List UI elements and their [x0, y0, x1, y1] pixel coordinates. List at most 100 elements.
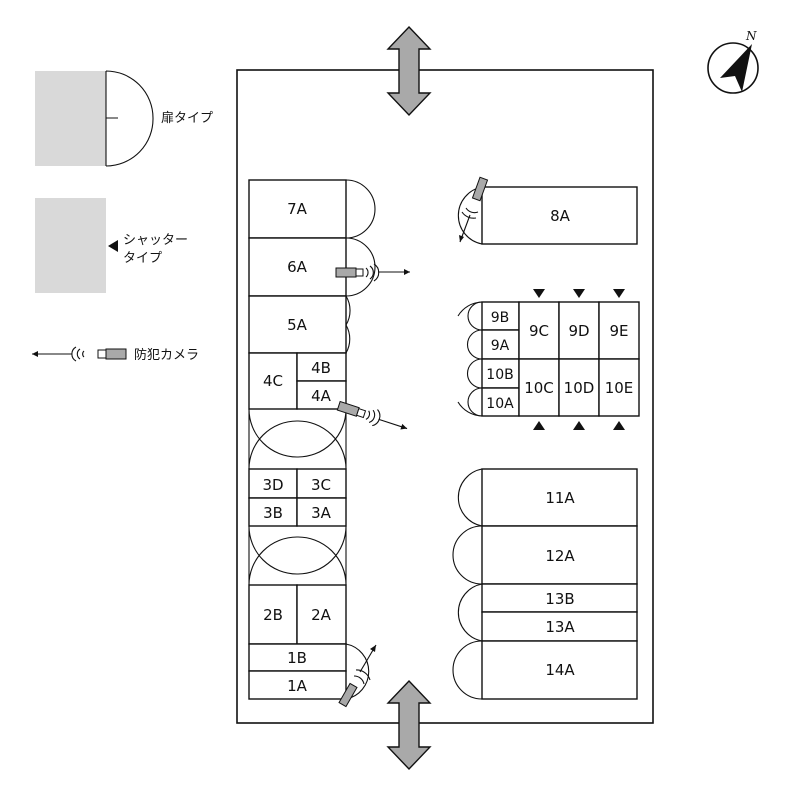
entrance-arrow-bottom-icon: [386, 679, 432, 771]
door-5A-lower: [345, 324, 351, 354]
compass: N: [707, 29, 759, 94]
unit-4B-label: 4B: [311, 359, 331, 377]
door-5A-upper: [345, 295, 351, 326]
door-10A: [467, 387, 483, 417]
unit-10E-label: 10E: [605, 379, 634, 397]
unit-4C-label: 4C: [263, 372, 283, 390]
unit-9A-label: 9A: [491, 338, 510, 354]
unit-3A-label: 3A: [311, 504, 332, 522]
unit-10A: [481, 387, 520, 417]
legend: 扉タイプ シャッター タイプ 防犯カメラ: [32, 70, 213, 363]
unit-13B: [481, 583, 638, 613]
unit-10D: [558, 358, 600, 417]
shutter-10C-icon: [533, 421, 545, 430]
security-camera-8A-icon: [459, 176, 489, 243]
security-camera-6A-icon: [335, 263, 410, 282]
unit-10B-label: 10B: [486, 367, 513, 383]
legend-shutter-type-swatch: [35, 198, 106, 293]
door-13: [457, 583, 483, 642]
unit-14A-label: 14A: [545, 661, 575, 679]
door-9A: [467, 329, 483, 360]
legend-camera-label: 防犯カメラ: [134, 347, 199, 363]
unit-5A: [248, 295, 347, 354]
unit-1B-label: 1B: [287, 649, 307, 667]
door-8A: [457, 186, 483, 245]
legend-shutter-triangle-icon: [108, 240, 118, 252]
compass-north-arrow-icon: [720, 44, 752, 92]
passage-doors-upper: [248, 408, 347, 470]
unit-2A: [296, 584, 347, 645]
door-11A: [457, 468, 483, 527]
unit-10C-label: 10C: [524, 379, 554, 397]
unit-4A: [296, 380, 347, 410]
unit-12A-label: 12A: [545, 547, 575, 565]
shutter-9C-icon: [533, 289, 545, 298]
unit-9C-label: 9C: [529, 322, 549, 340]
unit-7A-label: 7A: [287, 200, 308, 218]
legend-shutter-type-label-2: タイプ: [123, 251, 162, 266]
shutter-9E-icon: [613, 289, 625, 298]
block-11-14: 11A 12A 13B 13A 14A: [452, 468, 638, 700]
unit-8A: [481, 186, 638, 245]
unit-5A-label: 5A: [287, 316, 308, 334]
unit-1A-label: 1A: [287, 677, 308, 695]
compass-north-label: N: [745, 29, 757, 43]
door-1: [345, 643, 370, 700]
unit-9E-label: 9E: [609, 322, 628, 340]
unit-4B: [296, 352, 347, 382]
site-boundary: [236, 69, 654, 724]
unit-10D-label: 10D: [564, 379, 595, 397]
shutter-9D-icon: [573, 289, 585, 298]
left-block: 7A 6A 5A 4C 4B 4A 3D 3C 3B 3A 2B 2A 1B 1…: [248, 179, 376, 700]
legend-door-type-icon: [105, 70, 154, 167]
unit-3B-label: 3B: [263, 504, 283, 522]
shutter-10D-icon: [573, 421, 585, 430]
unit-2B: [248, 584, 298, 645]
unit-2A-label: 2A: [311, 606, 332, 624]
door-6A: [345, 237, 376, 297]
unit-7A: [248, 179, 347, 239]
legend-door-type-swatch: [35, 71, 106, 166]
unit-11A: [481, 468, 638, 527]
unit-11A-label: 11A: [545, 489, 575, 507]
unit-10A-label: 10A: [486, 396, 514, 412]
legend-camera-icon: [32, 346, 127, 362]
unit-13A: [481, 611, 638, 642]
unit-8A-label: 8A: [550, 207, 571, 225]
unit-2B-label: 2B: [263, 606, 283, 624]
unit-3A: [296, 497, 347, 527]
unit-9B: [481, 301, 520, 331]
unit-13B-label: 13B: [545, 590, 574, 608]
unit-9B-label: 9B: [491, 310, 510, 326]
door-7A: [345, 179, 376, 239]
unit-10C: [518, 358, 560, 417]
door-14A: [452, 640, 483, 700]
door-12A: [452, 525, 483, 585]
door-9-10-outer: [457, 301, 483, 417]
door-9B: [467, 301, 483, 331]
legend-shutter-type-label-1: シャッター: [123, 233, 188, 248]
unit-12A: [481, 525, 638, 585]
unit-3B: [248, 497, 298, 527]
unit-9E: [598, 301, 640, 360]
legend-door-type-label: 扉タイプ: [161, 110, 213, 126]
unit-10E: [598, 358, 640, 417]
entrance-arrow-top-icon: [386, 25, 432, 117]
unit-14A: [481, 640, 638, 700]
security-camera-4A-icon: [336, 400, 408, 430]
passage-doors-lower: [248, 525, 347, 586]
security-camera-1A-icon: [338, 644, 377, 708]
unit-1A: [248, 670, 347, 700]
shutter-10E-icon: [613, 421, 625, 430]
unit-6A: [248, 237, 347, 297]
unit-4A-label: 4A: [311, 387, 332, 405]
unit-3C-label: 3C: [311, 476, 331, 494]
unit-13A-label: 13A: [545, 618, 575, 636]
unit-1B: [248, 643, 347, 672]
block-9-10: 9B 9A 10B 10A 9C 9D 9E 10C 10D 10E: [457, 289, 640, 430]
door-10B: [467, 358, 483, 389]
unit-6A-label: 6A: [287, 258, 308, 276]
unit-3D-label: 3D: [262, 476, 283, 494]
unit-9D-label: 9D: [568, 322, 589, 340]
